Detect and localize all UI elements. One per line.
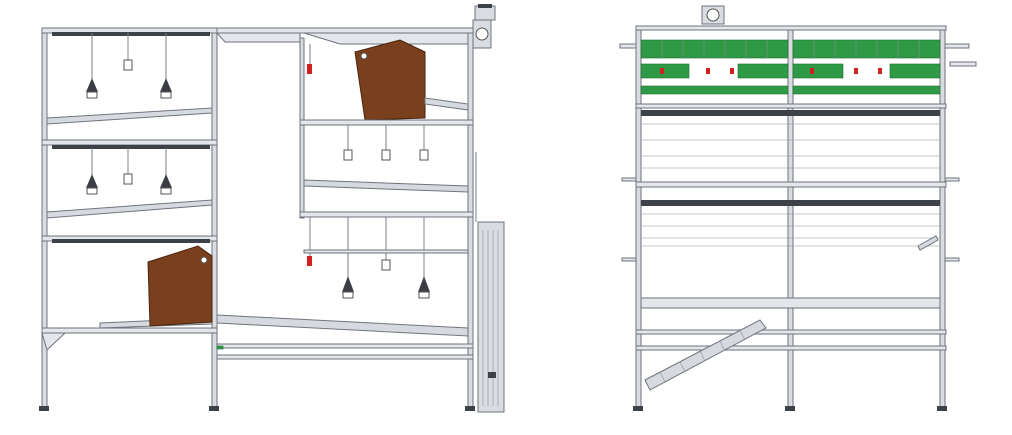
tier3-brace	[41, 332, 67, 351]
feeder-t2-b	[160, 174, 172, 188]
drinker-r2	[381, 259, 391, 271]
ramp-rungs	[659, 329, 746, 383]
top-beam-right	[216, 27, 474, 34]
feeder-r2-b	[418, 276, 430, 292]
shaft-right-ext	[949, 61, 977, 67]
nest-top-right	[792, 39, 941, 59]
side-tube-right-2	[944, 257, 960, 262]
top-rail-left	[52, 32, 210, 36]
front-nipple-6	[878, 68, 882, 74]
feeder-t2-a	[86, 174, 98, 188]
nest-bottom-right	[792, 85, 941, 95]
side-tube-left-1	[621, 177, 637, 182]
tier3-rail	[52, 239, 210, 243]
gearbox-wheel	[475, 27, 489, 41]
nest-mid-right-a	[792, 63, 844, 79]
left-post	[41, 27, 48, 409]
front-bottom-belt	[635, 345, 947, 351]
feeder-t1-a	[86, 78, 98, 92]
tier1-slope	[46, 107, 213, 125]
upper-right-floor	[299, 119, 474, 126]
front-tier2-floor	[635, 181, 947, 188]
drinker-t1	[123, 59, 133, 71]
elevator-base	[488, 372, 496, 378]
belt-edge	[216, 345, 224, 350]
nest-mid-left-b	[737, 63, 789, 79]
front-nipple-1	[660, 68, 664, 74]
front-view	[619, 5, 977, 411]
shaft-left	[619, 43, 637, 49]
tier1-floor	[41, 139, 218, 146]
tier2-rail	[52, 145, 210, 149]
egg-elevator	[477, 221, 505, 413]
side-tube-left-2	[621, 257, 637, 262]
front-tier3-shelf	[640, 297, 941, 309]
water-nipple-lower	[307, 256, 312, 266]
access-ramp	[644, 319, 767, 391]
feeder-r2-a	[342, 276, 354, 292]
drinker-r1-a	[343, 149, 353, 161]
drive-motor-top	[478, 4, 492, 8]
front-nipple-2	[706, 68, 710, 74]
side-view	[39, 4, 505, 413]
left-foot	[39, 406, 49, 411]
tier2-slope	[46, 199, 213, 219]
nest-bottom-left	[640, 85, 789, 95]
front-tier1-mesh	[641, 123, 940, 169]
front-post-left	[635, 27, 642, 409]
front-tier1-floor	[635, 103, 947, 109]
tier3-floor	[41, 327, 218, 334]
front-tier2-feed	[641, 200, 940, 206]
front-tier1-feed	[641, 110, 940, 116]
drinker-t2	[123, 173, 133, 185]
mid-right-slope	[303, 179, 469, 193]
lower-right-rail	[303, 249, 469, 254]
right-ramp	[917, 235, 939, 251]
nest-mid-left-a	[640, 63, 690, 79]
front-tier2-mesh	[641, 213, 940, 247]
hen-lower-left	[147, 245, 213, 327]
drinker-r1-b	[381, 149, 391, 161]
nest-mid-right-b	[889, 63, 941, 79]
drinker-r1-c	[419, 149, 429, 161]
front-post-right	[939, 27, 946, 409]
front-foot-right	[937, 406, 947, 411]
hen-upper-right	[354, 39, 426, 121]
side-tube-right-1	[944, 177, 960, 182]
nest-top-dividers	[661, 40, 920, 58]
front-post-center	[787, 27, 794, 409]
top-brace-right	[215, 32, 301, 43]
mid-right-floor	[299, 211, 474, 218]
drive-motor	[474, 5, 496, 21]
middle-post	[211, 27, 218, 409]
front-tier3-floor	[635, 329, 947, 335]
front-foot-center	[785, 406, 795, 411]
front-nipple-4	[810, 68, 814, 74]
upper-right-slope	[424, 97, 469, 111]
middle-foot	[209, 406, 219, 411]
bottom-slope	[216, 314, 469, 337]
water-nipple-upper	[307, 64, 312, 74]
front-nipple-5	[854, 68, 858, 74]
manure-belt	[216, 343, 474, 349]
right-foot	[465, 406, 475, 411]
right-post	[467, 27, 474, 409]
feeder-t1-b	[160, 78, 172, 92]
shaft-right	[944, 43, 970, 49]
inner-post	[299, 37, 305, 219]
nest-top-left	[640, 39, 789, 59]
top-brace-far	[303, 32, 469, 45]
bottom-beam	[216, 354, 474, 360]
front-nipple-3	[730, 68, 734, 74]
front-foot-left	[633, 406, 643, 411]
front-top-beam	[635, 25, 947, 31]
